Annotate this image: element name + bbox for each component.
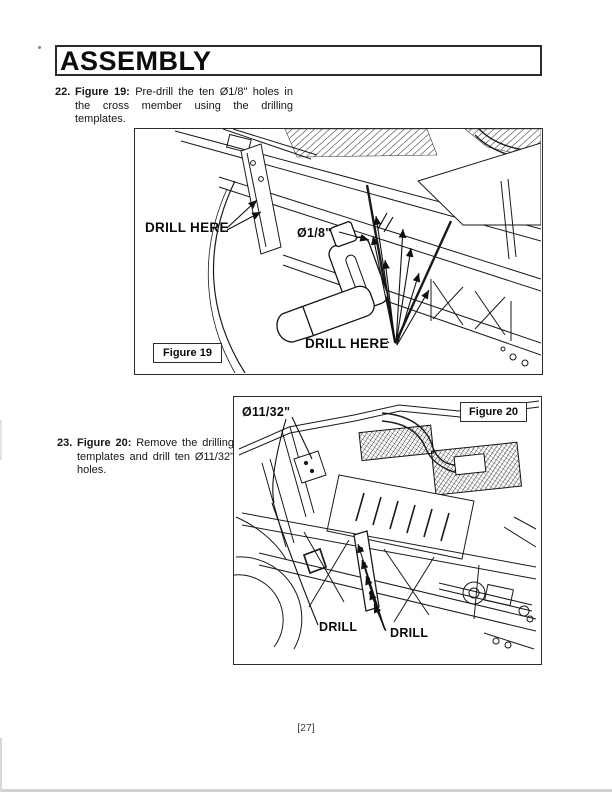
drill-here-bottom-label: DRILL HERE xyxy=(305,336,389,351)
diameter-1-8-label: Ø1/8" xyxy=(297,226,332,240)
figure-20: Ø11/32" Figure 20 DRILL DRILL xyxy=(233,396,542,665)
figure-19-arrows xyxy=(226,199,430,346)
drill-tool-illustration xyxy=(276,212,394,343)
step-23-lead: Figure 20: xyxy=(77,437,132,449)
step-22-number: 22. xyxy=(55,86,71,98)
step-23-number: 23. xyxy=(57,437,73,449)
section-header: ASSEMBLY xyxy=(55,45,542,76)
machine-frame-lines xyxy=(174,129,541,373)
step-22-body: Pre-drill the ten Ø1/8" holes in the cro… xyxy=(75,86,293,125)
figure-20-drawing xyxy=(234,400,540,650)
diameter-11-32-label: Ø11/32" xyxy=(242,405,291,419)
underside-frame-lines xyxy=(234,400,540,650)
figure-20-caption: Figure 20 xyxy=(460,402,527,422)
step-23-body: Remove the drilling templates and drill … xyxy=(77,437,234,476)
page-number: [27] xyxy=(297,722,315,734)
step-22-lead: Figure 19: xyxy=(75,86,130,98)
scan-edge-left-2 xyxy=(0,420,2,460)
step-23: 23. Figure 20: Remove the drilling templ… xyxy=(57,437,234,478)
step-23-text: Figure 20: Remove the drilling templates… xyxy=(77,437,234,478)
scan-edge-left xyxy=(0,738,2,792)
scan-artifact-dot xyxy=(38,46,41,49)
step-22-text: Figure 19: Pre-drill the ten Ø1/8" holes… xyxy=(75,86,293,127)
figure-20-arrows xyxy=(271,416,387,632)
scan-edge-bottom xyxy=(0,789,612,792)
drill-left-label: DRILL xyxy=(319,620,358,634)
drill-right-label: DRILL xyxy=(390,626,429,640)
figure-19: DRILL HERE Ø1/8" DRILL HERE Figure 19 xyxy=(134,128,543,375)
drill-here-left-label: DRILL HERE xyxy=(145,220,229,235)
section-title: ASSEMBLY xyxy=(60,46,212,76)
figure-19-caption: Figure 19 xyxy=(153,343,222,363)
step-22: 22. Figure 19: Pre-drill the ten Ø1/8" h… xyxy=(55,86,293,127)
figure-19-drawing xyxy=(174,129,541,373)
